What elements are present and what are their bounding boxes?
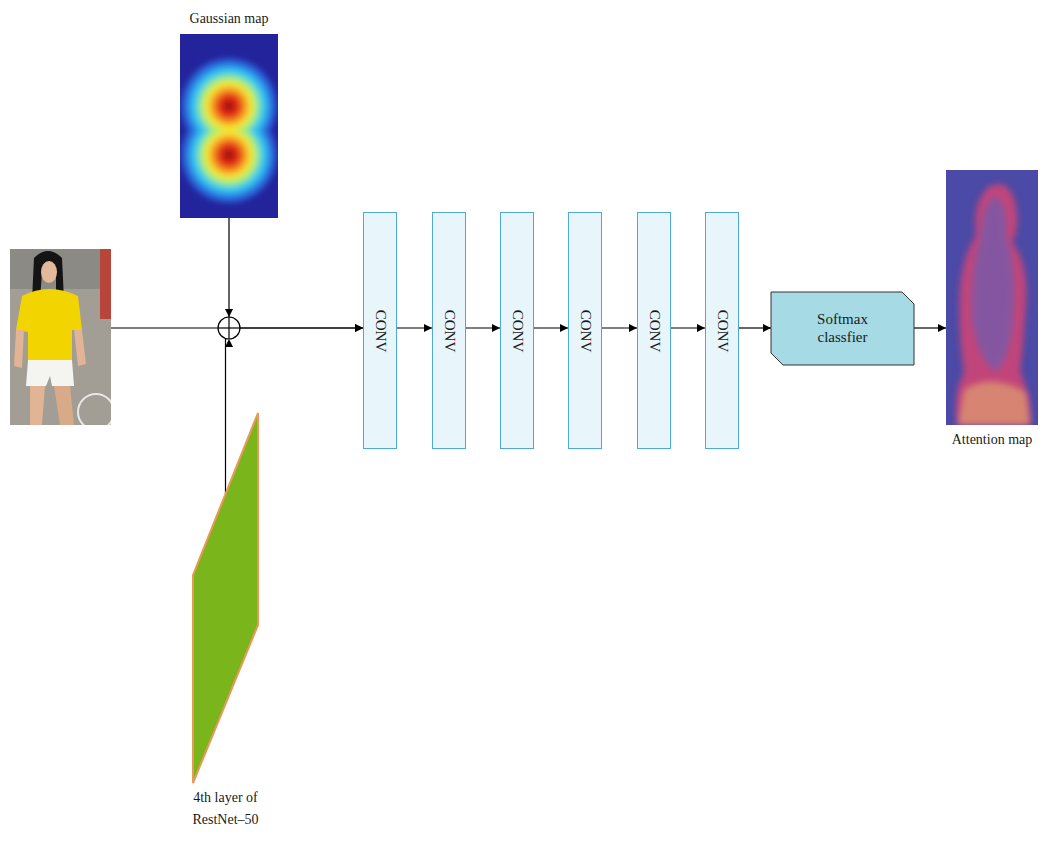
layer-label: CONV <box>578 309 593 352</box>
layer-label: CONV <box>647 309 662 352</box>
softmax-classifier: Softmax classfier <box>771 292 914 365</box>
photo-shirt <box>16 289 82 362</box>
label-holder: Gaussian map <box>159 8 299 30</box>
feature-layer-outline <box>193 413 258 783</box>
heatmap-ground <box>180 34 278 218</box>
sum-arrowhead <box>225 339 233 347</box>
input-line <box>111 327 218 328</box>
photo-red-object <box>100 249 111 319</box>
heatmap-tint <box>946 170 1038 425</box>
caption-label: Gaussian map <box>159 8 299 30</box>
layer-label: CONV <box>715 309 730 352</box>
person-photo <box>10 249 111 425</box>
gaussian-map-image <box>180 34 278 218</box>
conv-layer: CONV <box>637 212 671 449</box>
sum-arrowhead <box>225 309 233 317</box>
conv-layer: CONV <box>705 212 739 449</box>
flow-arrow <box>397 327 432 328</box>
feature-layer: 4th layer of RestNet–50 <box>193 413 258 783</box>
layer-label: CONV <box>442 309 457 352</box>
gaussian-map: Gaussian map <box>180 34 278 218</box>
label-holder: 4th layer of RestNet–50 <box>174 787 278 832</box>
attention-inner <box>972 196 1014 372</box>
photo-arm <box>74 330 86 366</box>
layer-label: CONV <box>510 309 525 352</box>
heatmap-ground <box>946 170 1038 425</box>
sum-circle <box>218 317 240 339</box>
photo-leg <box>30 386 45 425</box>
flow-arrow <box>739 327 771 328</box>
softmax-classifier-shape <box>771 292 914 365</box>
attention-silhouette <box>956 184 1030 425</box>
caption-label: Attention map <box>940 429 1044 451</box>
sum-cross <box>228 317 229 339</box>
attention-map: Attention map <box>946 170 1038 425</box>
photo-face <box>41 261 57 283</box>
box-label: Softmax classfier <box>801 310 885 348</box>
conv-layer: CONV <box>363 212 397 449</box>
photo-ground <box>10 249 111 425</box>
photo-leg <box>54 386 74 425</box>
attention-map-image <box>946 170 1038 425</box>
conv-layer: CONV <box>432 212 466 449</box>
attention-legs <box>958 381 1030 425</box>
flow-arrow <box>914 327 946 328</box>
flow-arrow <box>671 327 705 328</box>
flow-arrow <box>466 327 500 328</box>
layer-label: CONV <box>373 309 388 352</box>
photo-shorts <box>26 360 74 386</box>
conv-layer: CONV <box>500 212 534 449</box>
label-holder: Attention map <box>940 429 1044 451</box>
photo-arm <box>14 330 24 368</box>
photo-wheel <box>78 394 111 425</box>
conv-layer: CONV <box>568 212 602 449</box>
caption-label: 4th layer of RestNet–50 <box>174 787 278 832</box>
flow-arrow <box>534 327 568 328</box>
flow-arrow <box>602 327 637 328</box>
feature-layer-shape <box>193 413 258 783</box>
flow-arrow <box>229 218 363 328</box>
softmax-classifier-outline <box>771 292 914 365</box>
